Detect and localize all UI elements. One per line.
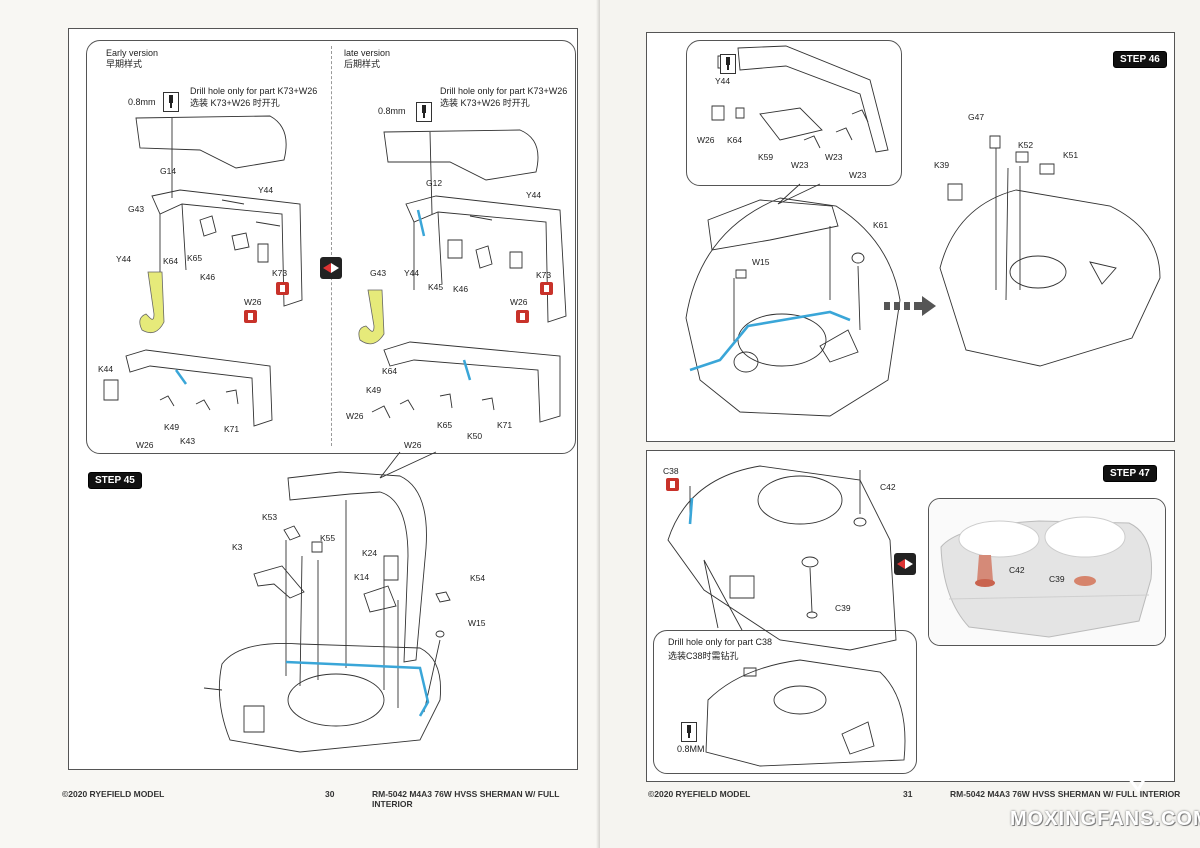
part-label: G47 — [968, 112, 985, 122]
late-version-title-cn: 后期样式 — [344, 59, 381, 69]
part-label: K54 — [470, 573, 486, 583]
part-label: K50 — [467, 431, 483, 441]
drill-note: Drill hole only for part C38 — [668, 637, 773, 647]
part-label: W26 — [697, 135, 715, 145]
early-drill-note: Drill hole only for part K73+W26 — [190, 86, 318, 96]
early-version-title-cn: 早期样式 — [106, 59, 143, 69]
part-label: G43 — [128, 204, 145, 214]
part-label: K73 — [272, 268, 288, 278]
part-label: C42 — [880, 482, 896, 492]
late-drill-note: Drill hole only for part K73+W26 — [440, 86, 568, 96]
photo-part-label: C42 — [1009, 565, 1025, 575]
part-label: K44 — [98, 364, 114, 374]
part-label: K55 — [320, 533, 336, 543]
part-label: W15 — [752, 257, 770, 267]
sponson-part-drawings — [103, 115, 567, 753]
drill-callout-box — [653, 630, 917, 774]
part-label: W23 — [825, 152, 843, 162]
part-label: G12 — [426, 178, 443, 188]
reference-switch-icon — [894, 553, 916, 575]
footer-product: RM-5042 M4A3 76W HVSS SHERMAN W/ FULL IN… — [950, 789, 1181, 799]
page-number: 31 — [903, 789, 913, 799]
part-label: Y44 — [404, 268, 420, 278]
part-label: C39 — [835, 603, 851, 613]
part-label: K64 — [382, 366, 398, 376]
part-label: K51 — [1063, 150, 1079, 160]
part-label: K71 — [224, 424, 240, 434]
part-label: W26 — [136, 440, 154, 450]
part-label: K14 — [354, 572, 370, 582]
part-label: Y44 — [715, 76, 731, 86]
part-label: K52 — [1018, 140, 1034, 150]
part-label: K61 — [873, 220, 889, 230]
late-drill-note-cn: 选装 K73+W26 时开孔 — [440, 98, 530, 108]
left-page: Early version 早期样式 Drill hole only for p… — [0, 0, 600, 848]
version-divider — [331, 46, 332, 446]
page-number: 30 — [325, 789, 335, 799]
paper-plane-logo-icon — [1084, 730, 1174, 793]
part-label: K64 — [163, 256, 179, 266]
drill-marker-icon — [666, 478, 679, 491]
part-label: K24 — [362, 548, 378, 558]
drill-size: 0.8MM — [677, 744, 705, 754]
part-label: K65 — [187, 253, 203, 263]
footer-copyright: ©2020 RYEFIELD MODEL — [648, 789, 751, 799]
part-label: C38 — [663, 466, 679, 476]
early-drill-note-cn: 选装 K73+W26 时开孔 — [190, 98, 280, 108]
part-label: W26 — [346, 411, 364, 421]
early-drill-size: 0.8mm — [128, 97, 156, 107]
part-label: Y44 — [526, 190, 542, 200]
part-label: K46 — [200, 272, 216, 282]
footer-copyright: ©2020 RYEFIELD MODEL — [62, 789, 165, 799]
drill-marker-icon — [276, 282, 289, 295]
part-label: W15 — [468, 618, 486, 628]
part-label: K64 — [727, 135, 743, 145]
step-45-badge: STEP 45 — [88, 472, 142, 489]
part-label: K3 — [232, 542, 243, 552]
part-label: G14 — [160, 166, 177, 176]
part-label: K53 — [262, 512, 278, 522]
drill-marker-icon — [516, 310, 529, 323]
part-label: W26 — [244, 297, 262, 307]
part-label: W26 — [404, 440, 422, 450]
part-label: K46 — [453, 284, 469, 294]
late-drill-size: 0.8mm — [378, 106, 406, 116]
part-label: W26 — [510, 297, 528, 307]
part-label: K39 — [934, 160, 950, 170]
step-47-badge: STEP 47 — [1103, 465, 1157, 482]
reference-photo: C42 C39 — [928, 498, 1166, 646]
version-switch-icon — [320, 257, 342, 279]
part-label: K43 — [180, 436, 196, 446]
drill-marker-icon — [540, 282, 553, 295]
part-label: G43 — [370, 268, 387, 278]
watermark-text: MOXINGFANS.COM — [1010, 808, 1200, 830]
drill-note-cn: 选装C38时需钻孔 — [668, 651, 739, 661]
part-label: W23 — [849, 170, 867, 180]
part-label: Y44 — [116, 254, 132, 264]
part-label: K45 — [428, 282, 444, 292]
part-label: K49 — [164, 422, 180, 432]
early-version-title: Early version — [106, 48, 159, 58]
drill-icon — [163, 92, 179, 112]
part-label: K65 — [437, 420, 453, 430]
drill-icon — [416, 102, 432, 122]
drill-icon — [681, 722, 697, 742]
drill-marker-icon — [244, 310, 257, 323]
part-label: K71 — [497, 420, 513, 430]
footer-product: RM-5042 M4A3 76W HVSS SHERMAN W/ FULL IN… — [372, 789, 560, 809]
part-label: K49 — [366, 385, 382, 395]
photo-part-label: C39 — [1049, 574, 1065, 584]
late-version-title: late version — [344, 48, 391, 58]
part-label: K73 — [536, 270, 552, 280]
part-label: W23 — [791, 160, 809, 170]
part-label: Y44 — [258, 185, 274, 195]
part-label: K59 — [758, 152, 774, 162]
drill-icon — [720, 54, 736, 74]
step-46-badge: STEP 46 — [1113, 51, 1167, 68]
